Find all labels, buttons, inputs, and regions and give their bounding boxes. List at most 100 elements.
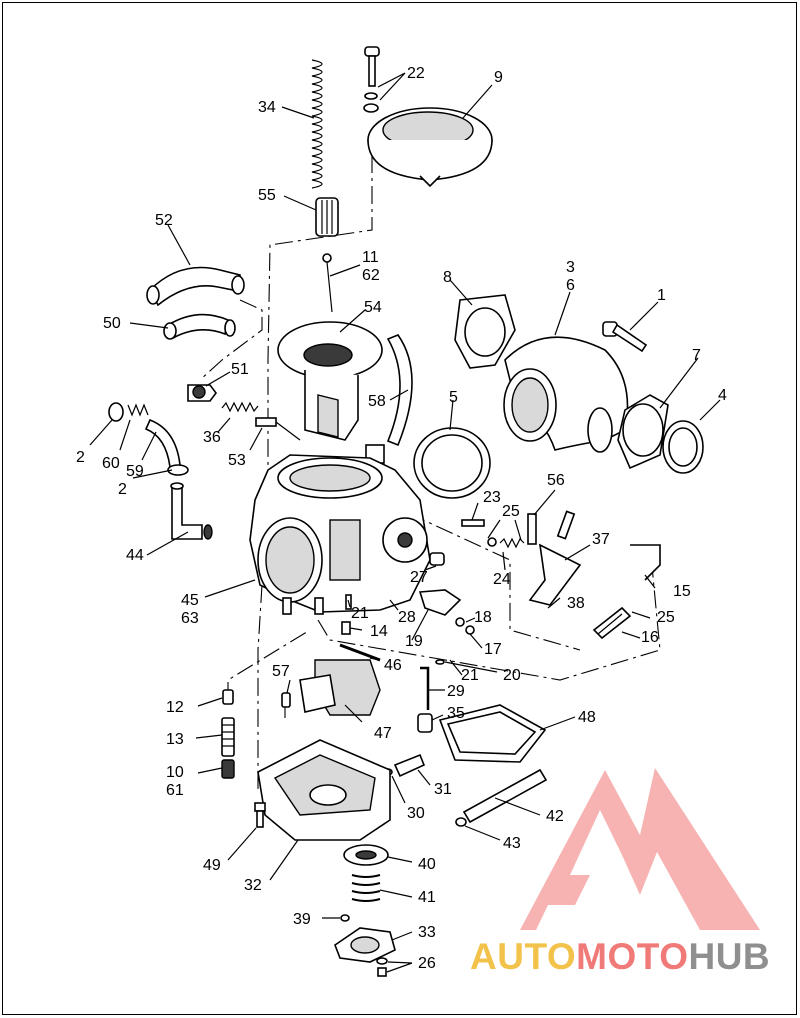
callout-58: 58 <box>368 393 386 410</box>
accelerator-pump-parts <box>334 844 396 977</box>
callout-22: 22 <box>407 65 425 82</box>
callout-53: 53 <box>228 452 246 469</box>
callout-21-upper: 21 <box>351 605 369 622</box>
callout-35: 35 <box>447 705 465 722</box>
callout-2-bottom: 2 <box>118 481 127 498</box>
callout-25-lower: 25 <box>657 609 675 626</box>
jet-needle-11 <box>322 253 333 313</box>
callout-44: 44 <box>126 547 144 564</box>
callout-1: 1 <box>657 287 666 304</box>
callout-59: 59 <box>126 463 144 480</box>
bolt-1 <box>602 321 648 353</box>
callout-40: 40 <box>418 856 436 873</box>
callout-2-top: 2 <box>76 449 85 466</box>
gasket-48 <box>438 704 547 763</box>
callout-4: 4 <box>718 387 727 404</box>
callout-32: 32 <box>244 877 262 894</box>
callout-43: 43 <box>503 835 521 852</box>
cover-9 <box>367 107 493 188</box>
callout-30: 30 <box>407 805 425 822</box>
carburetor-assembly-illustration <box>249 454 431 615</box>
callout-28: 28 <box>398 609 416 626</box>
callout-49: 49 <box>203 857 221 874</box>
callout-39: 39 <box>293 911 311 928</box>
callout-45: 45 <box>181 592 199 609</box>
watermark-moto: MOTO <box>576 936 689 977</box>
callout-labels: 22 9 34 55 52 11 62 8 3 6 1 50 54 7 4 51… <box>76 65 727 972</box>
callout-62: 62 <box>362 267 380 284</box>
callout-15: 15 <box>673 583 691 600</box>
callout-20: 20 <box>503 667 521 684</box>
callout-63: 63 <box>181 610 199 627</box>
hose-59-set <box>108 402 189 476</box>
callout-61: 61 <box>166 782 184 799</box>
seal-ring-5 <box>413 427 491 499</box>
callout-leaders <box>89 72 721 973</box>
callout-16: 16 <box>641 629 659 646</box>
automotohub-logo-icon <box>520 768 760 930</box>
hose-50 <box>163 313 236 340</box>
seal-ring-4 <box>662 420 704 474</box>
callout-11: 11 <box>362 249 379 266</box>
callout-18: 18 <box>474 609 492 626</box>
callout-10: 10 <box>166 764 184 781</box>
callout-36: 36 <box>203 429 221 446</box>
automotohub-watermark: AUTOMOTOHUB <box>470 936 770 978</box>
callout-52: 52 <box>155 212 173 229</box>
screw-22 <box>363 46 380 113</box>
watermark-hub: HUB <box>688 936 771 977</box>
callout-31: 31 <box>434 781 452 798</box>
callout-24: 24 <box>493 571 511 588</box>
callout-51: 51 <box>231 361 249 378</box>
plug-35 <box>417 713 433 733</box>
gasket-8 <box>454 294 516 369</box>
callout-23: 23 <box>483 489 501 506</box>
fitting-51 <box>187 384 217 402</box>
idle-screw-53 <box>221 401 301 441</box>
diaphragm-54 <box>277 321 383 441</box>
callout-14: 14 <box>370 623 388 640</box>
spring-34 <box>311 59 323 189</box>
callout-33: 33 <box>418 924 436 941</box>
hose-52 <box>146 266 245 307</box>
manifold-3 <box>503 336 629 453</box>
watermark-auto: AUTO <box>470 936 577 977</box>
callout-12: 12 <box>166 699 184 716</box>
callout-9: 9 <box>494 69 503 86</box>
callout-5: 5 <box>449 389 458 406</box>
tube-29 <box>420 666 430 710</box>
hose-42 <box>455 768 548 827</box>
callout-27: 27 <box>410 569 428 586</box>
callout-3: 3 <box>566 259 575 276</box>
callout-46: 46 <box>384 657 402 674</box>
callout-55: 55 <box>258 187 276 204</box>
pin-46 <box>339 643 381 662</box>
callout-60: 60 <box>102 455 120 472</box>
callout-8: 8 <box>443 269 452 286</box>
callout-37: 37 <box>592 531 610 548</box>
callout-29: 29 <box>447 683 465 700</box>
callout-6: 6 <box>566 277 575 294</box>
needle-holder-55 <box>315 197 339 237</box>
elbow-fitting-44 <box>170 482 213 540</box>
callout-17: 17 <box>484 641 502 658</box>
callout-7: 7 <box>692 347 701 364</box>
callout-56: 56 <box>547 472 565 489</box>
callout-34: 34 <box>258 99 276 116</box>
callout-41: 41 <box>418 889 436 906</box>
callout-57: 57 <box>272 663 290 680</box>
choke-linkage <box>461 510 661 640</box>
callout-13: 13 <box>166 731 184 748</box>
float-bowl-32 <box>257 739 391 841</box>
callout-26: 26 <box>418 955 436 972</box>
callout-38: 38 <box>567 595 585 612</box>
callout-19: 19 <box>405 633 423 650</box>
callout-48: 48 <box>578 709 596 726</box>
callout-21-lower: 21 <box>461 667 479 684</box>
callout-25-upper: 25 <box>502 503 520 520</box>
float-47 <box>281 659 381 716</box>
gasket-7 <box>617 394 669 470</box>
jets-10-13 <box>221 689 235 779</box>
